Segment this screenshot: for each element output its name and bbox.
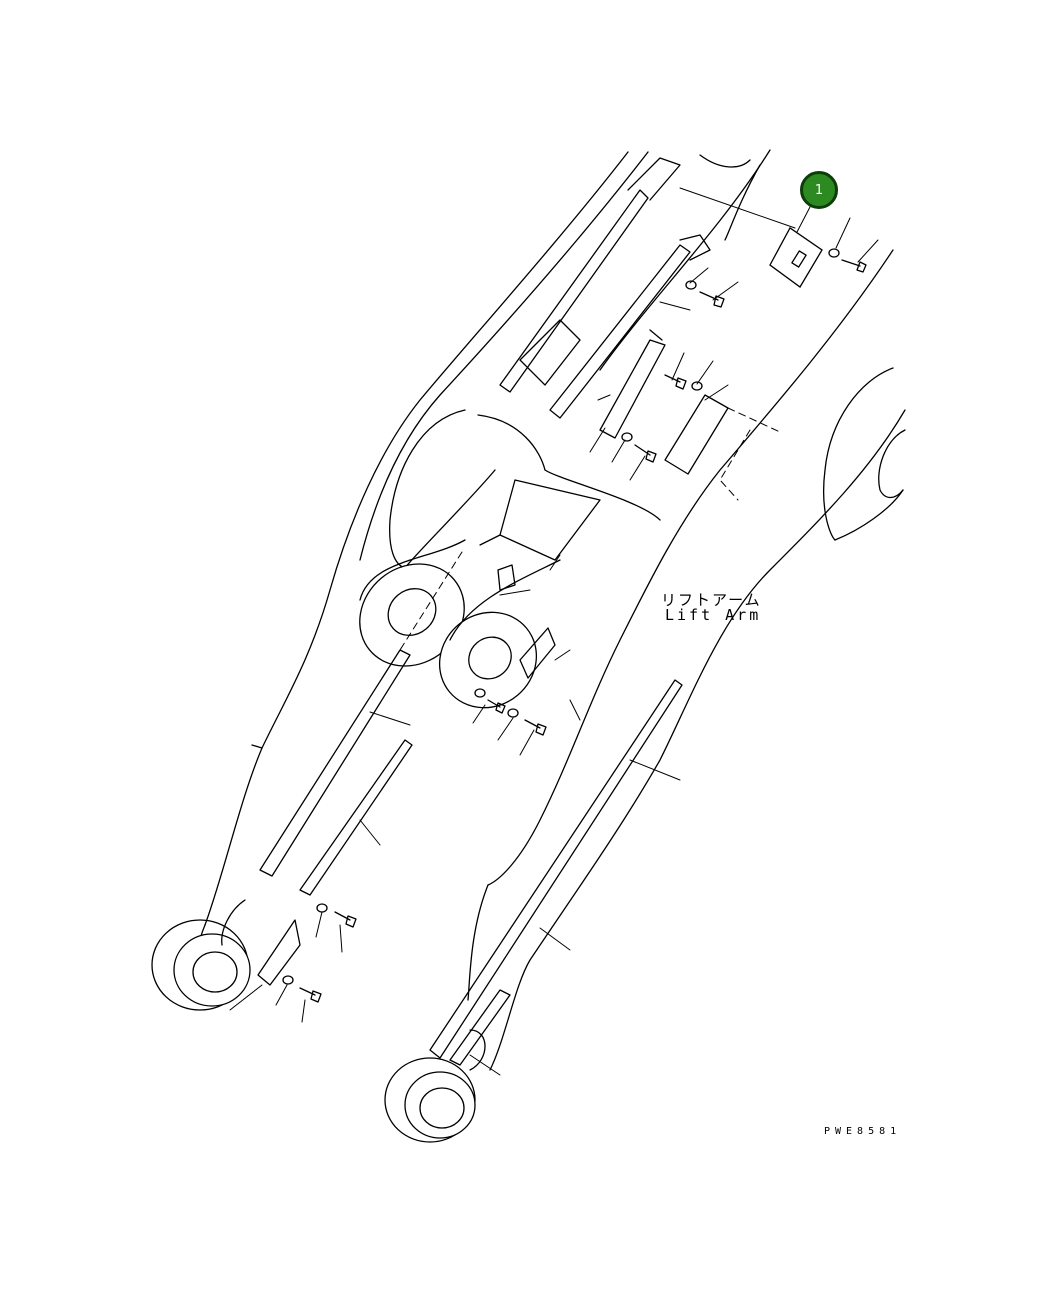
alignment-lines <box>369 187 796 726</box>
cover-plate-upper-left <box>499 157 681 393</box>
bracket-center <box>497 564 556 679</box>
cover-plate-upper-mid <box>549 234 711 419</box>
lift-arm-label-english: Lift Arm <box>665 606 762 624</box>
cover-plate-center <box>599 329 666 439</box>
left-arm-end-boss <box>151 899 251 1011</box>
cover-plate-right-short <box>664 394 729 475</box>
bolts <box>299 259 867 1003</box>
right-arm-end-boss <box>384 1029 486 1143</box>
cover-plate-lower-left <box>259 649 413 896</box>
cross-tube <box>389 409 661 569</box>
cover-plate-lower-right <box>429 679 683 1066</box>
center-pin-boss-right <box>438 559 561 709</box>
callout-1-badge[interactable]: 1 <box>800 171 838 209</box>
part-1-plate <box>769 227 823 288</box>
leader-lines <box>229 206 879 1076</box>
right-arm-outline <box>467 149 906 1071</box>
bracket-lower-left <box>257 919 301 986</box>
drawing-code: PWE8581 <box>824 1126 902 1137</box>
lift-arm-label-japanese: リフトアーム <box>661 591 762 609</box>
background-pin-boss <box>823 367 906 541</box>
